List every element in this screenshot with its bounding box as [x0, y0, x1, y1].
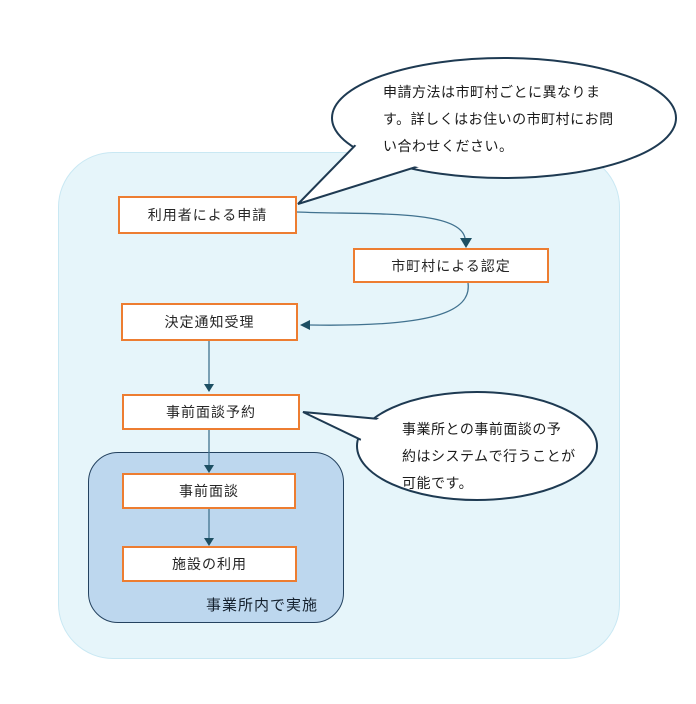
step-box-user-application: 利用者による申請 — [118, 196, 297, 234]
callout-line: 約はシステムで行うことが — [402, 448, 576, 464]
callout-application-text: 申請方法は市町村ごとに異なりま す。詳しくはお住いの市町村にお問 い合わせくださ… — [383, 79, 639, 160]
step-label: 事前面談 — [179, 483, 239, 499]
callout-line: い合わせください。 — [383, 138, 514, 154]
callout-line: 申請方法は市町村ごとに異なりま — [383, 84, 601, 100]
step-label: 市町村による認定 — [391, 257, 511, 274]
step-label: 利用者による申請 — [147, 207, 268, 223]
callout-line: 事業所との事前面談の予 — [402, 421, 562, 437]
callout-reservation-text: 事業所との事前面談の予 約はシステムで行うことが 可能です。 — [402, 416, 582, 497]
step-box-pre-interview: 事前面談 — [122, 473, 296, 509]
step-box-facility-use: 施設の利用 — [122, 546, 297, 582]
step-label: 決定通知受理 — [164, 314, 255, 330]
step-box-pre-interview-reservation: 事前面談予約 — [122, 394, 300, 430]
step-box-decision-notice-receipt: 決定通知受理 — [121, 303, 298, 341]
step-label: 事前面談予約 — [166, 404, 256, 420]
callout-line: 可能です。 — [402, 475, 474, 491]
step-box-municipality-certification: 市町村による認定 — [353, 248, 549, 283]
callout-line: す。詳しくはお住いの市町村にお問 — [383, 111, 614, 127]
step-label: 施設の利用 — [172, 556, 247, 572]
onsite-group-label: 事業所内で実施 — [205, 597, 318, 614]
